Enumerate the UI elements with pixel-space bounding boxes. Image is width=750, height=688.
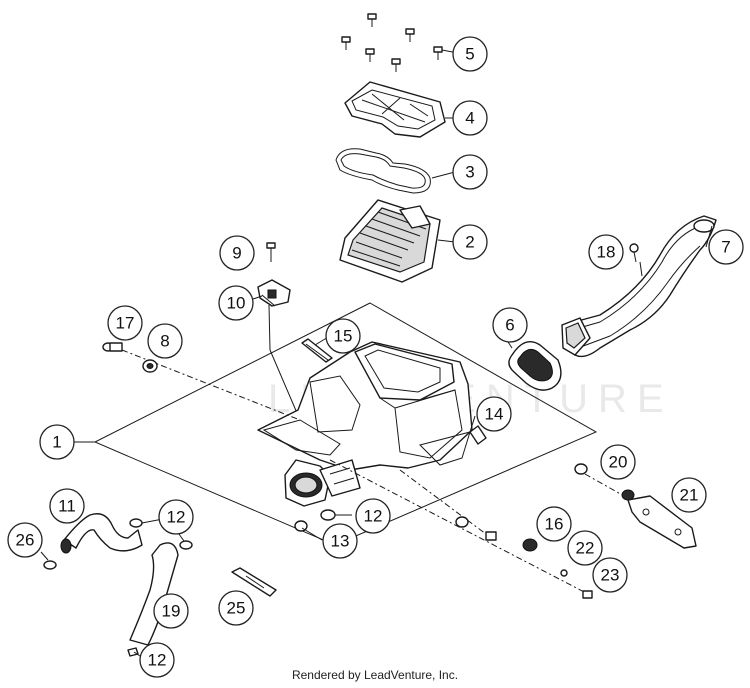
- callout-1: 1: [39, 424, 75, 460]
- svg-text:9: 9: [232, 244, 241, 263]
- callout-23: 23: [592, 557, 628, 593]
- filter-cover-part: [344, 81, 446, 138]
- airbox-part: [257, 341, 473, 507]
- svg-text:12: 12: [364, 507, 383, 526]
- svg-text:3: 3: [465, 163, 474, 182]
- callout-11: 11: [49, 488, 85, 524]
- svg-text:21: 21: [680, 486, 699, 505]
- svg-text:11: 11: [58, 497, 76, 516]
- svg-text:1: 1: [52, 433, 61, 452]
- bushing-left-part: [142, 359, 158, 373]
- callout-22: 22: [567, 530, 603, 566]
- callout-13: 13: [322, 523, 358, 559]
- svg-text:14: 14: [485, 405, 504, 424]
- intake-snorkel-part: [561, 215, 717, 358]
- callout-17: 17: [107, 305, 143, 341]
- svg-text:12: 12: [167, 508, 186, 527]
- svg-text:10: 10: [227, 294, 246, 313]
- svg-text:23: 23: [601, 566, 620, 585]
- svg-text:22: 22: [576, 539, 595, 558]
- screws-part: [341, 13, 443, 72]
- tool-part: [231, 567, 277, 597]
- hose-clamp-part: [43, 509, 336, 657]
- callout-15: 15: [325, 318, 361, 354]
- svg-text:4: 4: [465, 109, 474, 128]
- callout-25: 25: [218, 590, 254, 626]
- svg-text:13: 13: [331, 532, 350, 551]
- callout-21: 21: [671, 477, 707, 513]
- svg-text:16: 16: [545, 515, 564, 534]
- callout-7: 7: [708, 229, 744, 265]
- callout-2: 2: [452, 224, 488, 260]
- svg-text:26: 26: [16, 531, 35, 550]
- callout-19: 19: [153, 593, 189, 629]
- rivet-part: [629, 243, 639, 263]
- callout-16: 16: [536, 506, 572, 542]
- svg-text:19: 19: [162, 602, 181, 621]
- svg-text:20: 20: [609, 453, 628, 472]
- callout-26: 26: [7, 522, 43, 558]
- leader-lines: [40, 49, 713, 657]
- svg-text:7: 7: [721, 238, 730, 257]
- callout-20: 20: [600, 444, 636, 480]
- clamp-part: [301, 338, 333, 363]
- callout-3: 3: [452, 154, 488, 190]
- svg-text:18: 18: [597, 243, 616, 262]
- seal-part: [508, 341, 562, 391]
- mount-right-part: [329, 459, 593, 599]
- svg-text:25: 25: [227, 599, 246, 618]
- svg-text:5: 5: [465, 45, 474, 64]
- callout-14: 14: [476, 396, 512, 432]
- callout-10: 10: [218, 285, 254, 321]
- drain-plug-part: [469, 425, 487, 445]
- gasket-part: [335, 148, 431, 194]
- svg-text:8: 8: [160, 332, 169, 351]
- callout-9: 9: [219, 235, 255, 271]
- hose-lower-part: [129, 542, 179, 646]
- callout-6: 6: [492, 307, 528, 343]
- sensor-part: [252, 279, 301, 421]
- callout-8: 8: [147, 323, 183, 359]
- callout-18: 18: [588, 234, 624, 270]
- callout-12a: 12: [158, 499, 194, 535]
- callout-5: 5: [452, 36, 488, 72]
- callout-12c: 12: [139, 642, 175, 678]
- svg-text:12: 12: [148, 651, 167, 670]
- sensor-screw-part: [266, 242, 276, 262]
- svg-text:17: 17: [116, 314, 135, 333]
- svg-text:2: 2: [465, 233, 474, 252]
- hose-upper-part: [60, 513, 143, 554]
- footer-credit: Rendered by LeadVenture, Inc.: [291, 668, 459, 682]
- svg-text:15: 15: [334, 327, 353, 346]
- air-filter-part: [339, 199, 441, 283]
- callout-12b: 12: [355, 498, 391, 534]
- bracket-part: [574, 463, 697, 549]
- svg-text:6: 6: [505, 316, 514, 335]
- callout-4: 4: [452, 100, 488, 136]
